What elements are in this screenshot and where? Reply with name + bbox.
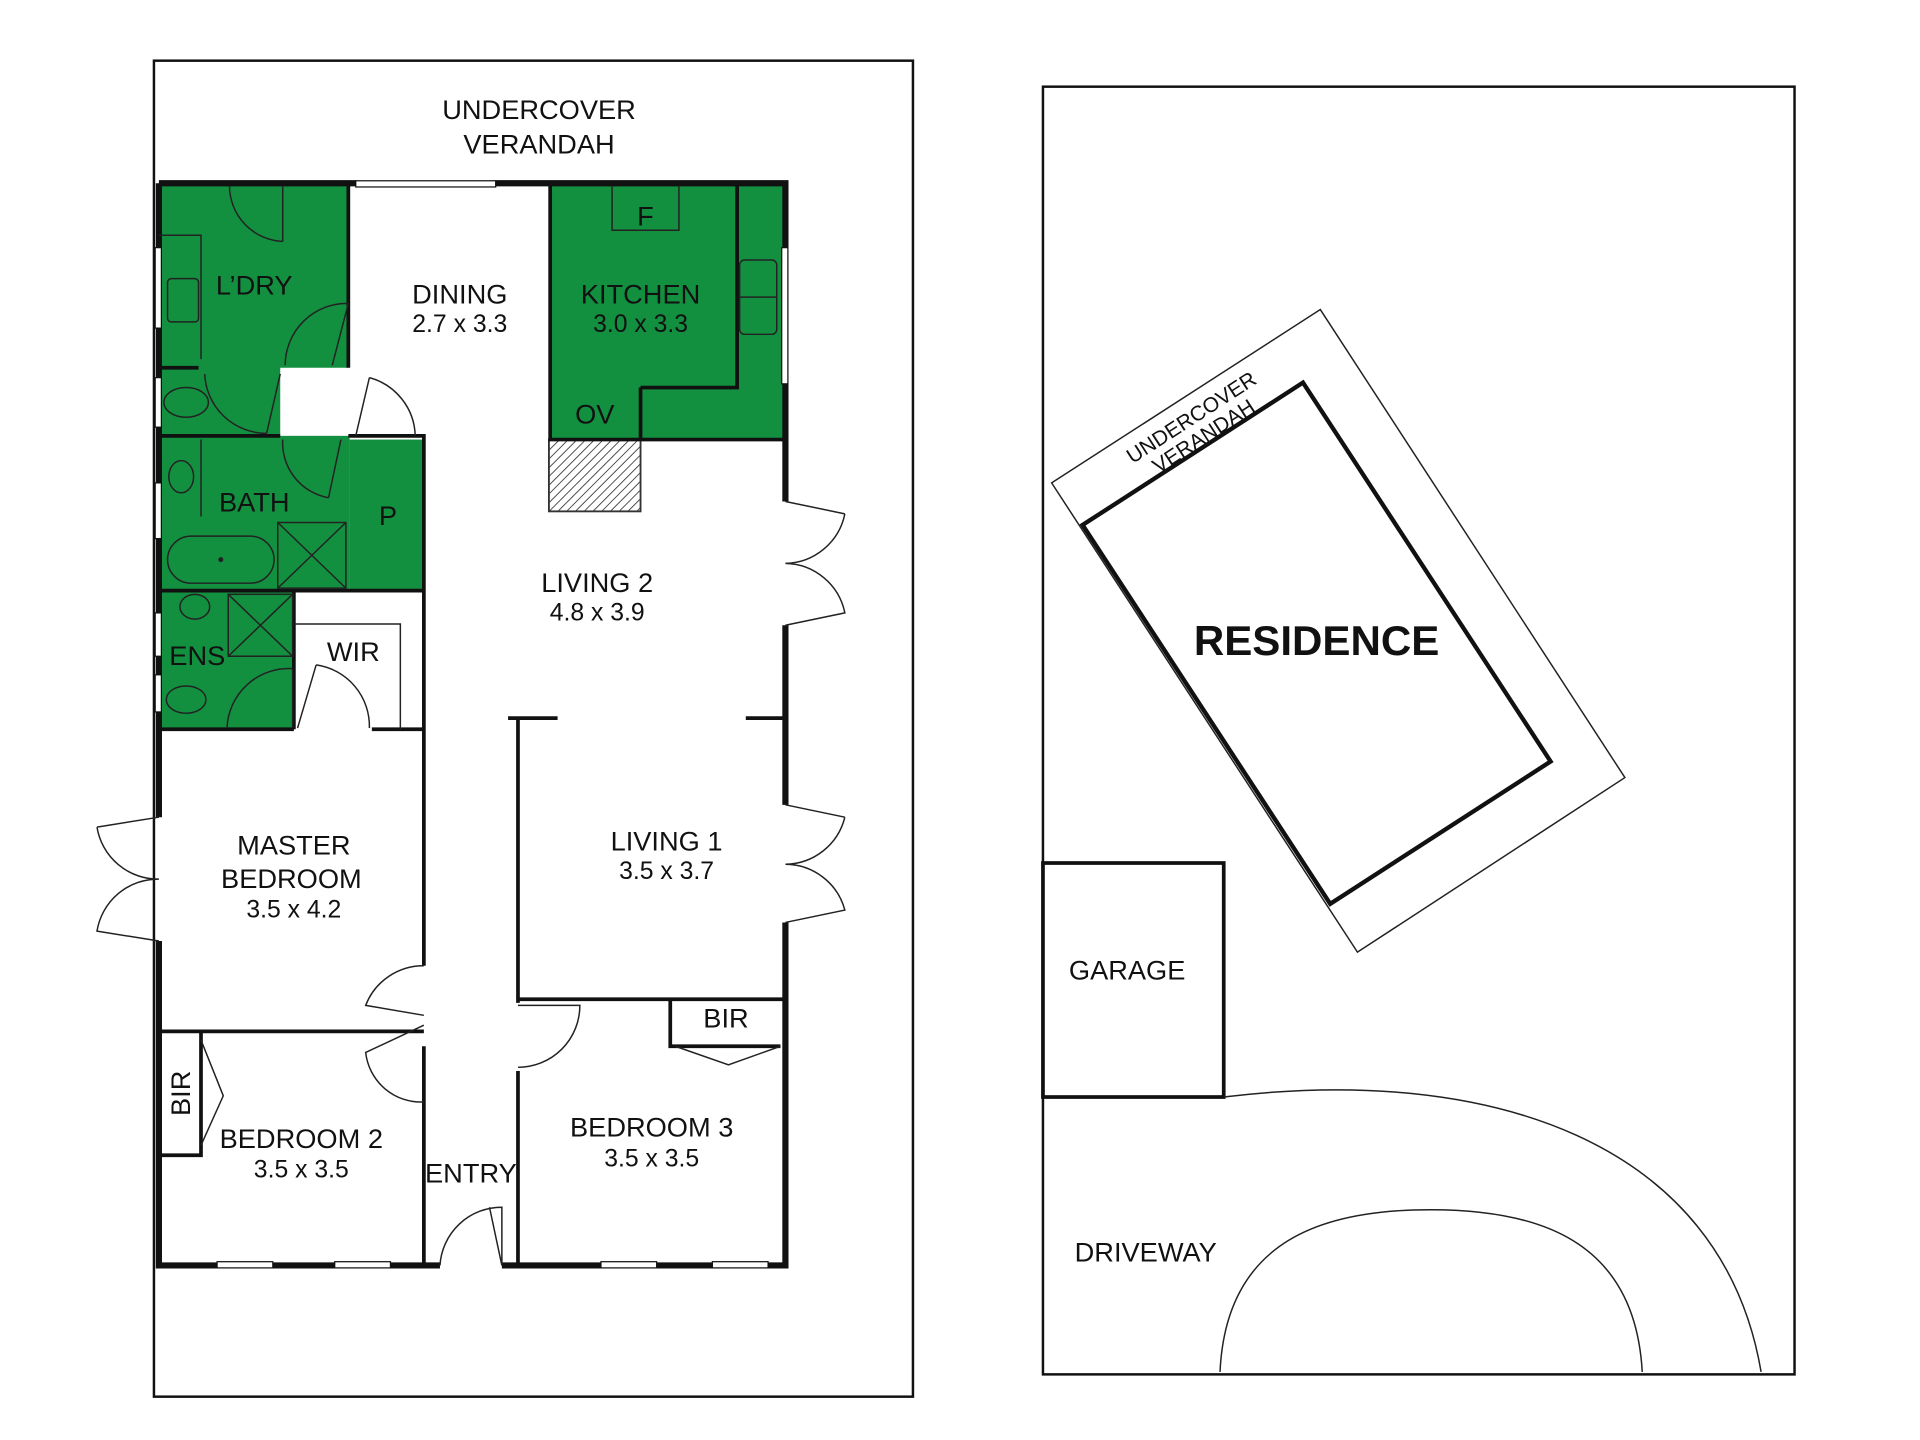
fridge-label: F (637, 200, 654, 231)
exterior-walls (154, 180, 789, 1269)
hatched-area (547, 438, 642, 513)
kitchen-label: KITCHEN (581, 278, 700, 309)
ensuite-label: ENS (169, 640, 225, 671)
entry-label: ENTRY (425, 1157, 517, 1188)
ensuite-area (158, 590, 294, 730)
floor-plan: UNDERCOVER VERANDAH (96, 59, 915, 1398)
garage-label: GARAGE (1069, 954, 1185, 985)
verandah-label-line1: UNDERCOVER (442, 94, 636, 125)
residence-label: RESIDENCE (1194, 617, 1440, 664)
laundry-label: L’DRY (216, 270, 293, 301)
kitchen-size: 3.0 x 3.3 (593, 311, 688, 338)
living2-size: 4.8 x 3.9 (550, 599, 645, 626)
bath-area (158, 435, 350, 591)
living2-label: LIVING 2 (541, 567, 653, 598)
master-label-line2: BEDROOM (221, 863, 362, 894)
pantry-label: P (379, 500, 397, 531)
driveway-inner-curve (1219, 1208, 1643, 1372)
interior-walls (96, 183, 846, 1266)
site-plan: UNDERCOVER VERANDAH RESIDENCE GARAGE DRI… (1041, 85, 1796, 1376)
oven-label: OV (575, 398, 615, 429)
bedroom2-robe-label: BIR (165, 1071, 196, 1116)
bedroom3-label: BEDROOM 3 (570, 1112, 733, 1143)
site-boundary (1041, 85, 1796, 1376)
master-size: 3.5 x 4.2 (246, 896, 341, 923)
dining-label: DINING (412, 278, 507, 309)
kitchen-area (550, 185, 786, 440)
living1-label: LIVING 1 (611, 826, 723, 857)
driveway-outer-curve (1223, 1089, 1762, 1373)
bedroom2-size: 3.5 x 3.5 (254, 1157, 349, 1184)
dining-size: 2.7 x 3.3 (412, 311, 507, 338)
wir-label: WIR (327, 636, 380, 667)
lot-boundary (152, 59, 915, 1398)
driveway-label: DRIVEWAY (1075, 1237, 1217, 1268)
pantry-area (349, 439, 424, 591)
master-label-line1: MASTER (237, 829, 350, 860)
wet-areas (158, 183, 786, 730)
garage-outline (1041, 861, 1226, 1099)
bedroom2-label: BEDROOM 2 (220, 1123, 383, 1154)
room-labels: L’DRY DINING 2.7 x 3.3 KITCHEN 3.0 x 3.3… (165, 200, 749, 1188)
residence-outline (1079, 379, 1554, 907)
verandah-label-line2: VERANDAH (463, 129, 614, 160)
laundry-area (158, 183, 349, 436)
site-verandah-outline (1050, 308, 1626, 954)
living1-size: 3.5 x 3.7 (619, 858, 714, 885)
bedroom3-size: 3.5 x 3.5 (604, 1145, 699, 1172)
bath-label: BATH (219, 486, 290, 517)
bedroom3-robe-label: BIR (703, 1003, 748, 1034)
